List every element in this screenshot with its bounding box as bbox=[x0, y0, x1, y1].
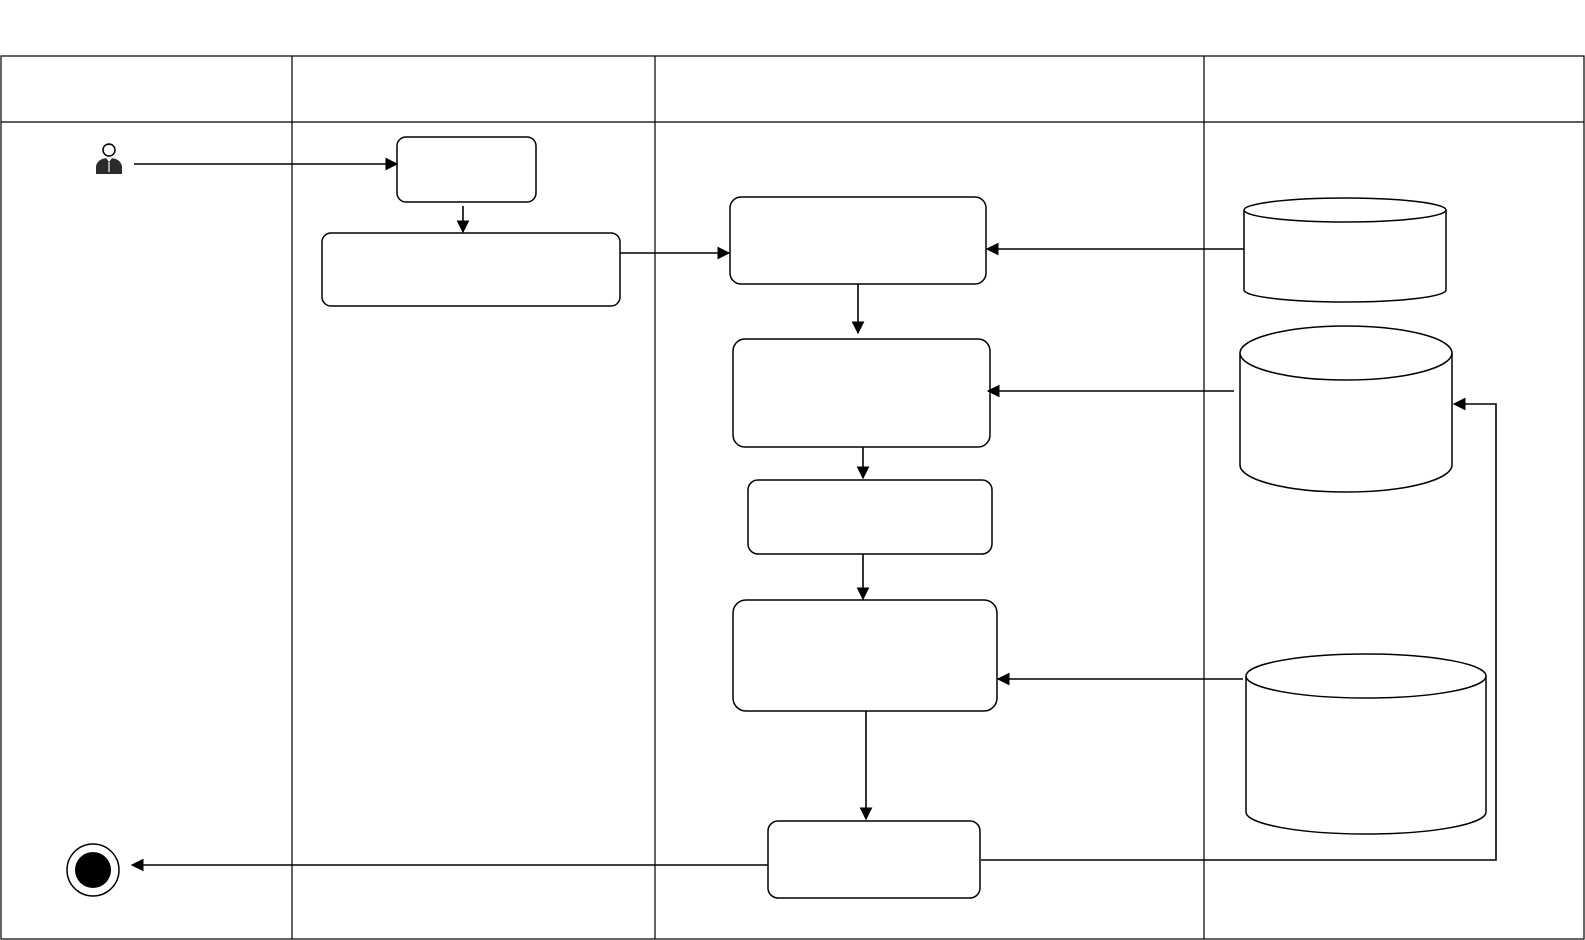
database-icon bbox=[1245, 653, 1487, 835]
flow-connectors bbox=[130, 157, 1497, 872]
final-node-icon bbox=[66, 843, 120, 897]
database-icon bbox=[1243, 197, 1447, 303]
process-node-step3 bbox=[729, 196, 987, 285]
process-node-step5 bbox=[747, 479, 993, 555]
outer-frame bbox=[0, 55, 1585, 940]
process-node-step7 bbox=[767, 820, 981, 899]
person-icon bbox=[96, 143, 122, 174]
process-node-step1 bbox=[396, 136, 537, 203]
database-icon bbox=[1239, 325, 1453, 493]
process-nodes bbox=[321, 136, 998, 899]
arrow-step7-to-db2 bbox=[981, 397, 1497, 861]
process-node-step2 bbox=[321, 232, 621, 307]
process-node-step6 bbox=[732, 599, 998, 712]
lane-grid bbox=[0, 55, 1585, 940]
process-node-step4 bbox=[732, 338, 991, 448]
